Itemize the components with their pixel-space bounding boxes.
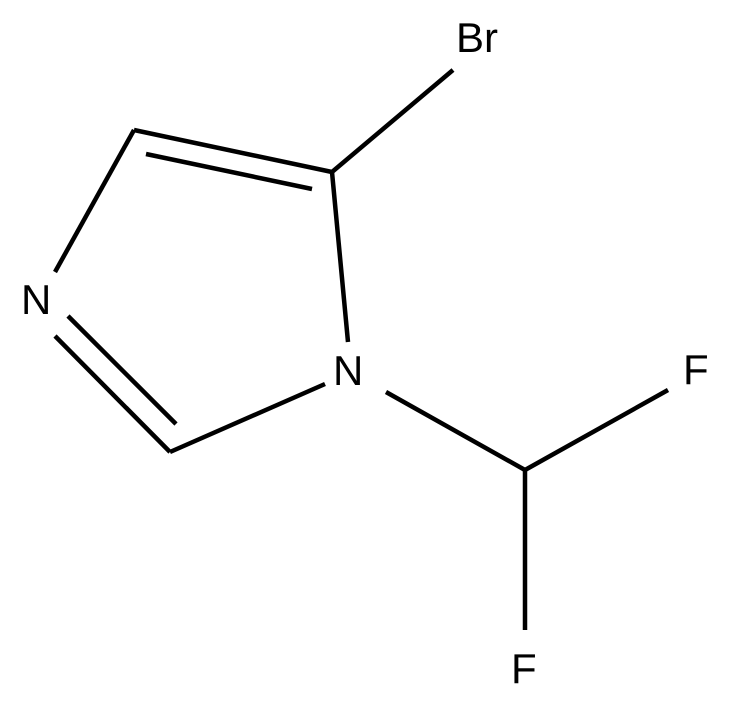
bonds xyxy=(53,68,670,630)
bond-c4-c5-inner xyxy=(145,151,313,192)
bond-c4-n3 xyxy=(53,128,136,274)
bond-chf2-f-right xyxy=(523,388,670,472)
atom-label-fluorine-bottom: F xyxy=(511,645,537,692)
bond-n1-chf2 xyxy=(384,390,527,472)
bond-c4-c5 xyxy=(133,127,333,175)
atom-label-n1: N xyxy=(333,347,363,394)
bond-n1-c5 xyxy=(329,171,351,343)
atom-label-fluorine-right: F xyxy=(683,346,709,393)
atom-labels: Br N N F F xyxy=(21,14,709,692)
bond-n3-c2-inner xyxy=(66,314,178,426)
atom-label-ring-n: N xyxy=(21,276,51,323)
atom-label-bromine: Br xyxy=(456,14,498,61)
bond-n3-c2 xyxy=(53,334,172,454)
bond-c2-n1 xyxy=(169,381,326,455)
bond-c5-br xyxy=(330,68,455,174)
